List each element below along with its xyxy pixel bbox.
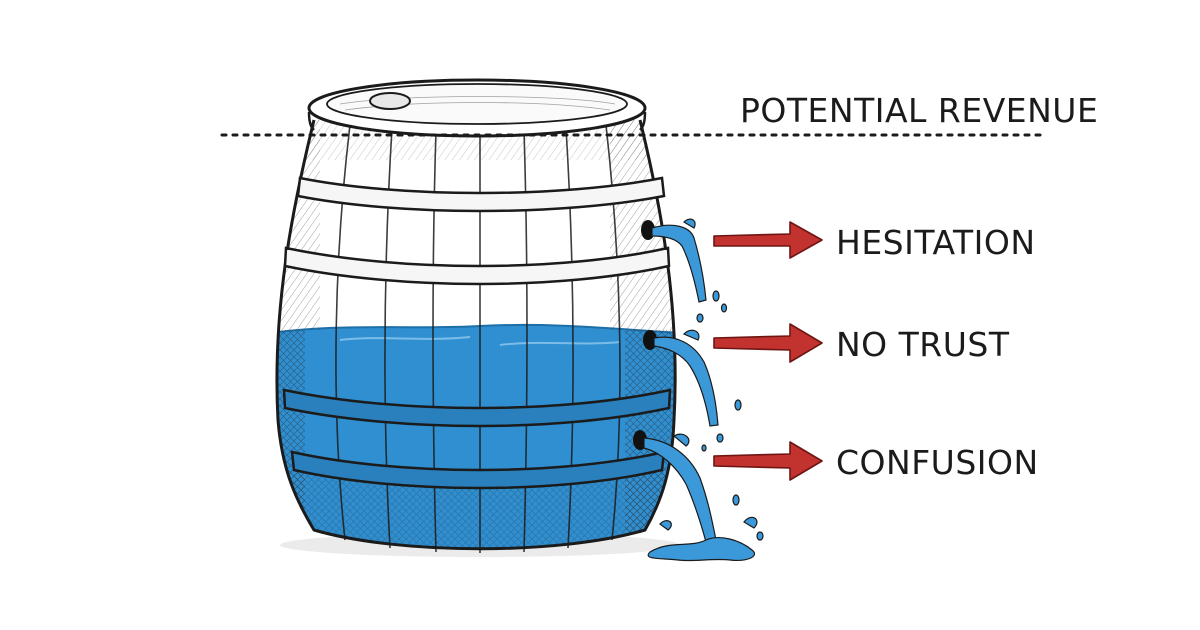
no-trust-label: NO TRUST (836, 325, 1010, 364)
potential-revenue-label: POTENTIAL REVENUE (740, 91, 1098, 130)
bung-hole (369, 92, 411, 110)
barrel (275, 78, 677, 553)
hesitation-label: HESITATION (836, 223, 1036, 262)
leak-stream-middle (653, 336, 719, 427)
confusion-label: CONFUSION (836, 443, 1039, 482)
barrel-lid (307, 78, 647, 138)
arrow-hesitation (713, 221, 823, 259)
arrow-no-trust (713, 323, 823, 363)
barrel-staves (335, 124, 621, 553)
leak-streams (643, 218, 764, 562)
barrel-hoops (282, 176, 672, 490)
arrow-confusion (713, 441, 823, 481)
leak-stream-top (651, 224, 707, 303)
water-puddle (647, 537, 756, 562)
